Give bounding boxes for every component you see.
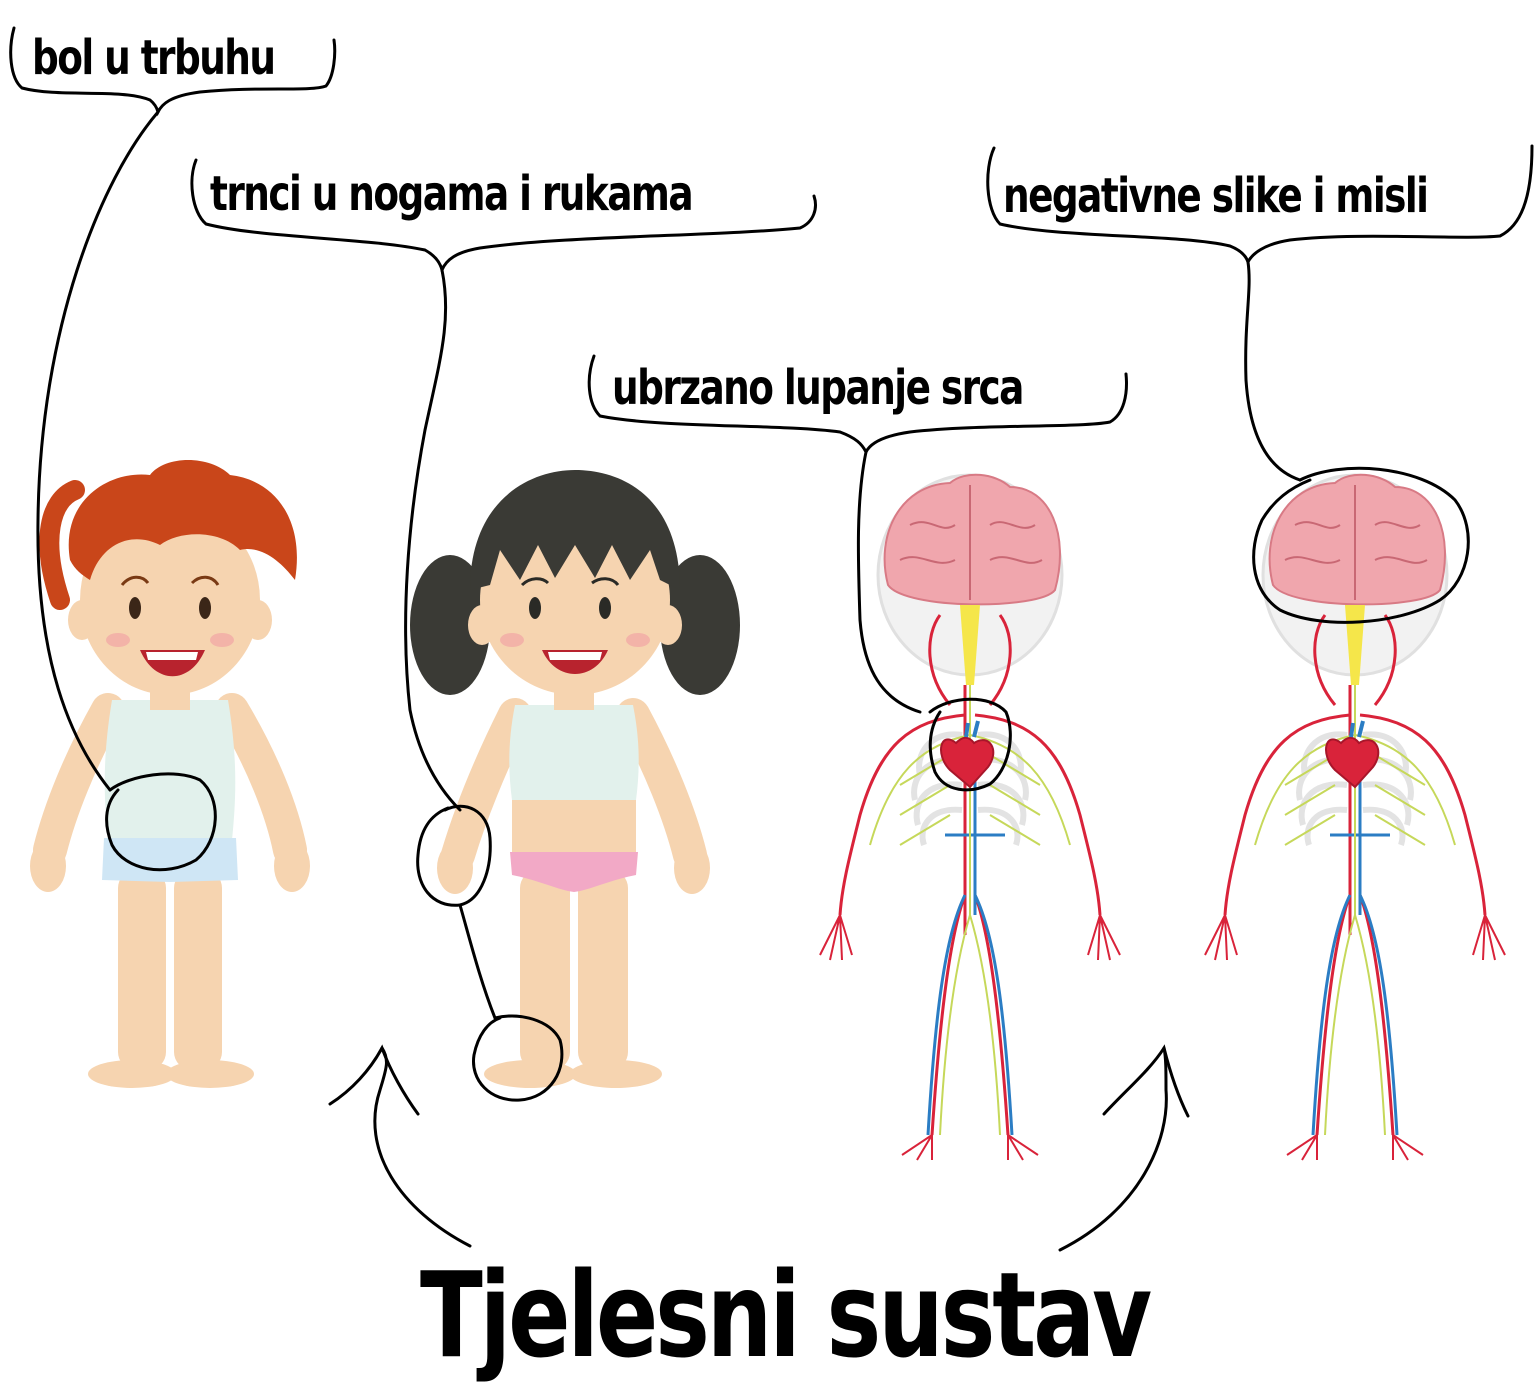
label-negative-thoughts: negativne slike i misli: [1003, 168, 1427, 224]
girl-figure: [410, 470, 740, 1088]
label-stomach-pain: bol u trbuhu: [32, 30, 274, 86]
label-fast-heartbeat: ubrzano lupanje srca: [612, 360, 1023, 416]
diagram-title: Tjelesni sustav: [420, 1246, 1149, 1384]
nervous-system-figure-1: [820, 475, 1120, 1160]
label-tingling-limbs: trnci u nogama i rukama: [210, 166, 692, 222]
